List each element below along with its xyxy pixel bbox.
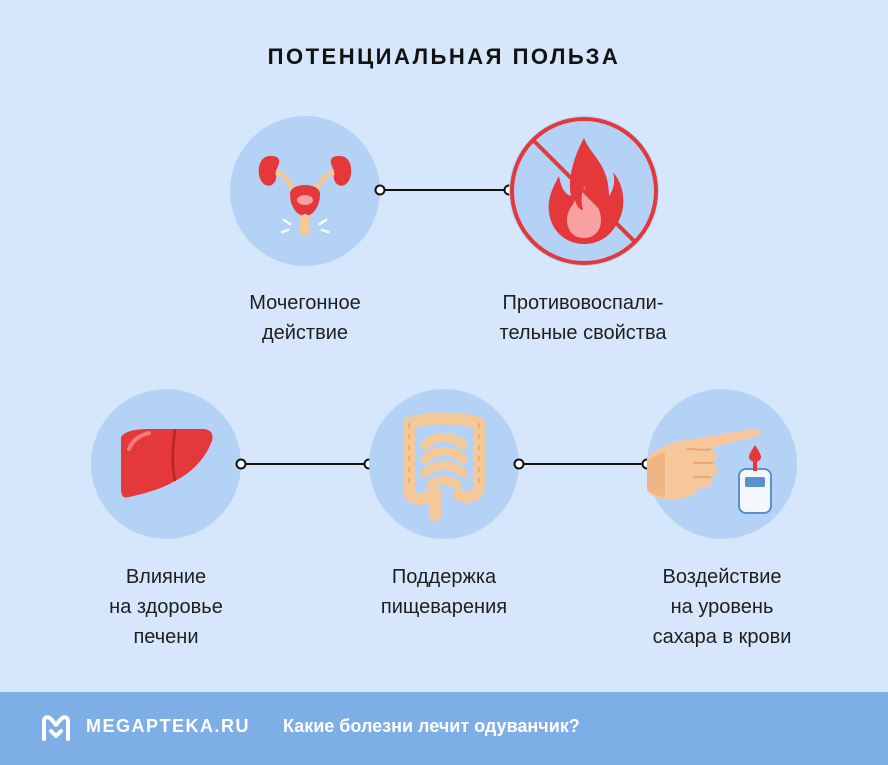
connector-line <box>235 458 375 470</box>
benefit-circle-diuretic <box>230 116 380 266</box>
benefit-label-digestion: Поддержка пищеварения <box>380 566 508 618</box>
megapteka-logo-icon <box>42 715 70 741</box>
page-title: ПОТЕНЦИАЛЬНАЯ ПОЛЬЗА <box>267 44 621 69</box>
footer-bar: MEGAPTEKA.RU Какие болезни лечит одуванч… <box>0 692 888 765</box>
connector-line <box>513 458 653 470</box>
liver-icon <box>121 428 213 498</box>
article-link[interactable]: Какие болезни лечит одуванчик? <box>283 716 580 736</box>
benefit-circle-liver <box>91 389 241 539</box>
glucometer-hand-icon <box>647 428 772 514</box>
brand-name[interactable]: MEGAPTEKA.RU <box>86 716 251 736</box>
benefit-label-antiinflammatory: Противовоспали- тельные свойства <box>499 292 667 344</box>
benefit-label-diuretic: Мочегонное действие <box>249 292 361 344</box>
benefit-label-blood-sugar: Воздействие на уровень сахара в крови <box>652 566 792 648</box>
benefit-label-liver: Влияние на здоровье печени <box>109 566 223 648</box>
fire-crossed-icon <box>510 117 658 265</box>
kidneys-icon <box>258 156 352 236</box>
benefit-circle-digestion <box>369 389 519 539</box>
intestines-icon <box>403 412 485 521</box>
benefit-circle-blood-sugar <box>647 389 797 539</box>
connector-line <box>374 184 515 196</box>
benefit-circle-antiinflammatory <box>509 116 659 266</box>
